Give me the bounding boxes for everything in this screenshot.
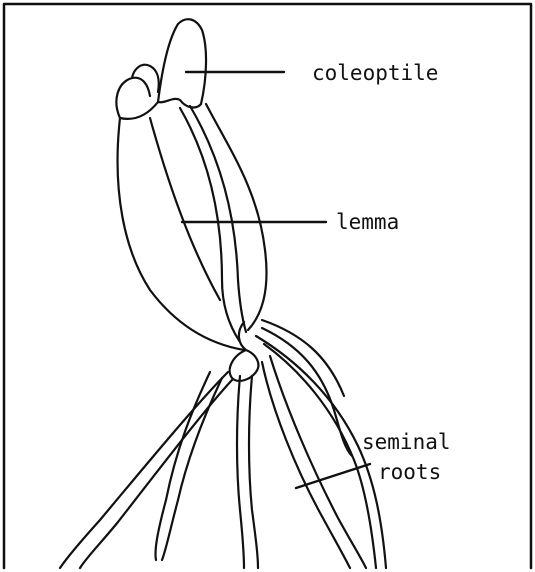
root-4a: [262, 362, 350, 568]
label-coleoptile: coleoptile: [312, 63, 438, 84]
border: [4, 4, 531, 568]
label-roots: roots: [378, 462, 441, 483]
coleoptile-shape: [158, 19, 206, 107]
label-lemma: lemma: [336, 212, 399, 233]
root-6a: [262, 328, 352, 456]
label-seminal: seminal: [362, 432, 451, 453]
root-2b: [162, 378, 222, 560]
lobe-left: [116, 78, 150, 118]
lemma-outline-right: [206, 104, 266, 330]
lemma-outline-left: [118, 118, 244, 350]
root-3b: [249, 376, 258, 568]
root-1a: [60, 372, 228, 568]
root-6b: [262, 320, 344, 396]
root-3a: [237, 376, 244, 568]
lemma-top-rim: [120, 102, 158, 119]
